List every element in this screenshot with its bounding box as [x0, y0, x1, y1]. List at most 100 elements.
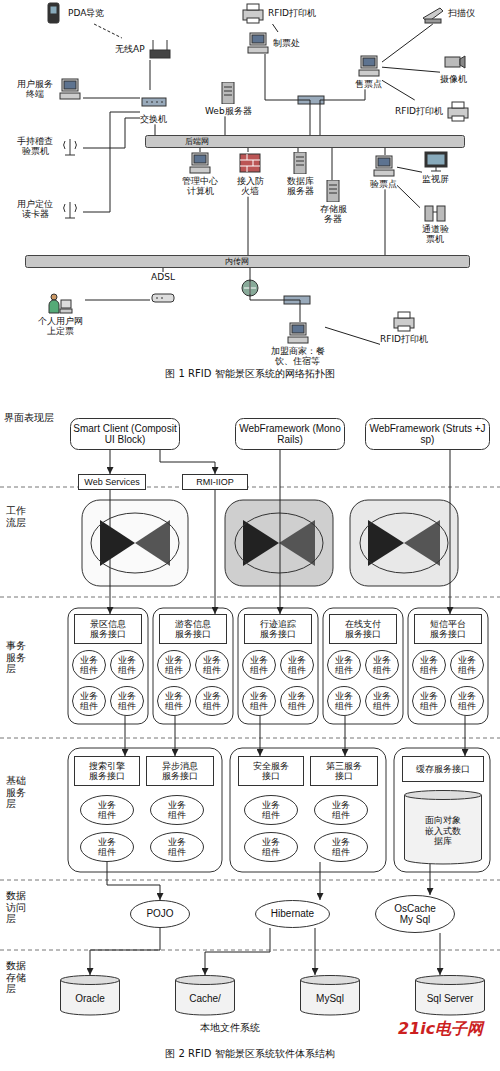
box-text: 行迹追踪服务接口: [259, 619, 297, 640]
device-symbol: [422, 200, 448, 222]
device-icon: 售票点: [355, 55, 382, 89]
box-text: 业务组件: [167, 837, 187, 858]
device-label: RFID打印机: [395, 106, 443, 116]
device-symbol: [237, 152, 263, 174]
device-icon: 用户定位读卡器: [15, 198, 83, 220]
box-text: 业务组件: [419, 691, 439, 712]
box-text: 业务组件: [419, 655, 439, 676]
box-text: 游客信息服务接口: [174, 619, 212, 640]
box-text: 业务组件: [97, 837, 117, 858]
device-label: 存储服务器: [318, 204, 348, 225]
box-text: Smart Client (Composit UI Block): [72, 423, 178, 446]
component-ellipse: Hibernate: [255, 900, 330, 928]
component-ellipse: 业务组件: [80, 832, 134, 862]
connector: [345, 716, 346, 756]
device-icon: 手持稽查验票机: [15, 135, 83, 157]
database-cylinder: Cache/: [175, 975, 235, 1015]
workflow-shape: [82, 500, 458, 586]
box-text: 业务组件: [457, 655, 477, 676]
connector: [382, 80, 415, 100]
connector: [397, 167, 422, 172]
device-label: Web服务器: [205, 106, 252, 116]
box-text: WebFramework (MonoRails): [237, 423, 343, 446]
connector: [85, 300, 150, 301]
box-text: 景区信息服务接口: [89, 619, 127, 640]
service-box: 异步消息服务接口: [146, 756, 214, 786]
box-text: 在线支付服务接口: [344, 619, 382, 640]
connector: [250, 268, 300, 322]
component-ellipse: 业务组件: [157, 686, 191, 716]
device-icon: 管理中心计算机: [180, 152, 220, 197]
connector: [83, 118, 140, 148]
framework-box: WebFramework (MonoRails): [235, 418, 345, 450]
component-ellipse: 业务组件: [242, 650, 276, 680]
component-ellipse: 业务组件: [244, 832, 298, 862]
component-ellipse: 业务组件: [412, 650, 446, 680]
device-label: 扫描仪: [448, 8, 475, 18]
box-text: Web Services: [84, 477, 139, 487]
box-text: 业务组件: [334, 655, 354, 676]
box-text: 业务组件: [167, 800, 187, 821]
box-text: 业务组件: [249, 655, 269, 676]
layer-divider: [0, 487, 500, 950]
service-group: [68, 608, 490, 872]
framework-box: WebFramework (Struts +Jsp): [365, 418, 490, 450]
box-text: 业务组件: [372, 655, 392, 676]
device-icon: 用户服务终端: [15, 78, 83, 100]
box-text: 业务组件: [164, 655, 184, 676]
device-symbol: [57, 198, 83, 220]
box-text: 业务组件: [97, 800, 117, 821]
device-icon: 验票点: [370, 155, 397, 189]
connector: [273, 24, 279, 32]
box-text: RMI-IIOP: [196, 477, 234, 487]
box-text: 第三服务接口: [325, 761, 363, 782]
device-icon: 加盟商家：餐饮、住宿等: [270, 322, 325, 367]
device-icon: 数据库服务器: [285, 152, 315, 197]
device-symbol: [150, 284, 176, 306]
connector: [320, 89, 365, 135]
box-text: POJO: [146, 908, 173, 920]
component-ellipse: 业务组件: [280, 650, 314, 680]
connector: [280, 450, 281, 614]
connector: [430, 864, 431, 895]
device-label: 手持稽查验票机: [15, 136, 55, 157]
database-cylinder: Oracle: [60, 975, 120, 1015]
connector: [440, 933, 441, 975]
device-icon: RFID打印机: [395, 100, 471, 122]
service-box: 安全服务接口: [238, 756, 304, 786]
device-label: 交换机: [140, 114, 167, 124]
connector: [382, 67, 440, 72]
device-label: 制票处: [273, 38, 300, 48]
component-ellipse: 业务组件: [110, 686, 144, 716]
service-box: 搜索引擎服务接口: [74, 756, 140, 786]
component-ellipse: 业务组件: [195, 650, 229, 680]
component-ellipse: 业务组件: [110, 650, 144, 680]
component-ellipse: 业务组件: [327, 686, 361, 716]
device-symbol: [285, 322, 311, 344]
connector: [215, 490, 216, 614]
network-bus: 后端网: [145, 135, 465, 148]
device-symbol: [57, 78, 83, 100]
box-text: 业务组件: [261, 800, 281, 821]
device-symbol: [356, 55, 382, 77]
component-ellipse: 业务组件: [72, 686, 106, 716]
component-ellipse: POJO: [130, 900, 190, 928]
component-ellipse: 业务组件: [327, 650, 361, 680]
device-icon: PDA导览: [40, 2, 104, 24]
watermark: 21ic电子网: [398, 1020, 498, 1038]
connector: [298, 148, 299, 152]
device-label: 加盟商家：餐饮、住宿等: [270, 346, 325, 367]
device-icon: 交换机: [140, 90, 167, 124]
device-label: 监视屏: [422, 174, 449, 184]
component-ellipse: 业务组件: [244, 795, 298, 825]
connector: [315, 928, 316, 975]
box-text: 业务组件: [117, 691, 137, 712]
connector: [248, 197, 249, 255]
device-icon: 无线AP: [115, 38, 173, 60]
component-ellipse: 业务组件: [450, 650, 484, 680]
device-icon: 监视屏: [422, 150, 449, 184]
device-symbol: [391, 310, 417, 332]
device-icon: 制票处: [245, 32, 300, 54]
box-text: 业务组件: [331, 800, 351, 821]
box-text: 业务组件: [79, 691, 99, 712]
